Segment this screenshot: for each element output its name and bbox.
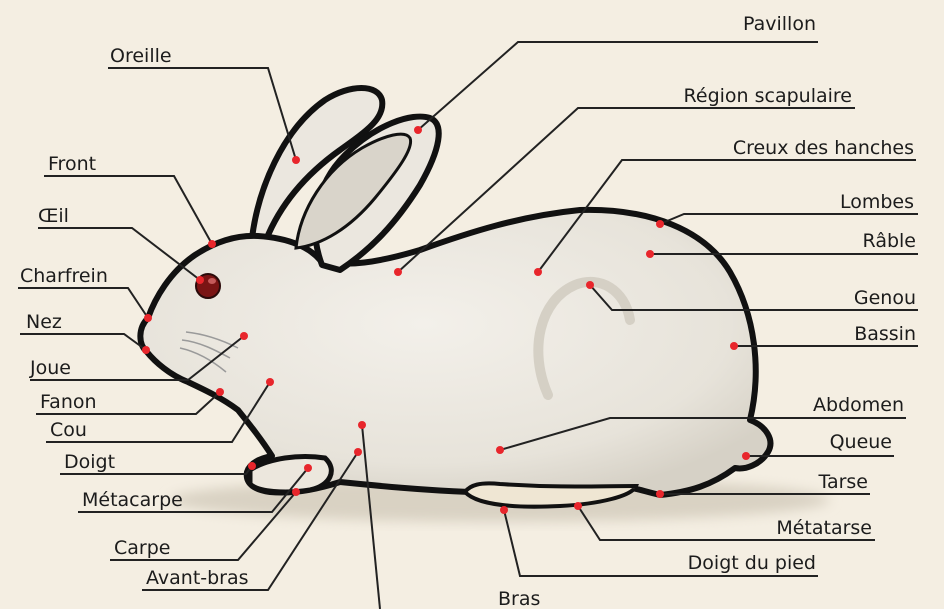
point-queue <box>742 452 750 460</box>
label-creux-hanches: Creux des hanches <box>733 137 914 159</box>
label-avant-bras: Avant-bras <box>146 567 249 589</box>
label-oeil: Œil <box>38 205 69 227</box>
point-tarse <box>656 490 664 498</box>
point-metacarpe <box>304 464 312 472</box>
label-bassin: Bassin <box>854 323 916 345</box>
point-fanon <box>216 388 224 396</box>
label-metatarse: Métatarse <box>776 517 872 539</box>
point-region-scapulaire <box>394 268 402 276</box>
label-metacarpe: Métacarpe <box>82 489 183 511</box>
label-rable: Râble <box>863 230 916 252</box>
label-pavillon: Pavillon <box>743 13 816 35</box>
point-metatarse <box>574 502 582 510</box>
leader-nez <box>20 334 146 350</box>
point-pavillon <box>414 126 422 134</box>
point-oeil <box>196 276 204 284</box>
point-creux-hanches <box>534 268 542 276</box>
leader-front <box>44 176 212 244</box>
label-carpe: Carpe <box>114 537 170 559</box>
rabbit-body <box>140 210 770 495</box>
label-abdomen: Abdomen <box>813 394 904 416</box>
point-bassin <box>730 342 738 350</box>
point-doigt <box>248 462 256 470</box>
point-cou <box>266 378 274 386</box>
point-rable <box>646 250 654 258</box>
point-joue <box>240 332 248 340</box>
label-tarse: Tarse <box>817 471 868 493</box>
label-cou: Cou <box>50 419 87 441</box>
point-abdomen <box>496 446 504 454</box>
label-joue: Joue <box>29 357 71 379</box>
label-bras: Bras <box>498 588 540 609</box>
label-doigt: Doigt <box>64 451 115 473</box>
label-lombes: Lombes <box>840 191 914 213</box>
point-doigt-pied <box>500 506 508 514</box>
label-doigt-pied: Doigt du pied <box>688 552 816 574</box>
label-queue: Queue <box>830 431 892 453</box>
point-avant-bras <box>354 448 362 456</box>
label-fanon: Fanon <box>40 391 97 413</box>
label-oreille: Oreille <box>110 45 172 67</box>
label-genou: Genou <box>854 287 916 309</box>
point-oreille <box>292 156 300 164</box>
label-region-scapulaire: Région scapulaire <box>684 85 852 107</box>
point-charfrein <box>144 314 152 322</box>
front-paw <box>250 457 331 493</box>
point-front <box>208 240 216 248</box>
point-carpe <box>292 488 300 496</box>
eye-highlight <box>208 278 216 284</box>
leader-oreille <box>108 68 296 160</box>
label-charfrein: Charfrein <box>20 265 108 287</box>
label-nez: Nez <box>26 311 62 333</box>
leader-lombes <box>660 214 918 224</box>
point-lombes <box>656 220 664 228</box>
point-genou <box>586 281 594 289</box>
point-bras <box>358 421 366 429</box>
point-nez <box>142 346 150 354</box>
label-front: Front <box>48 153 96 175</box>
